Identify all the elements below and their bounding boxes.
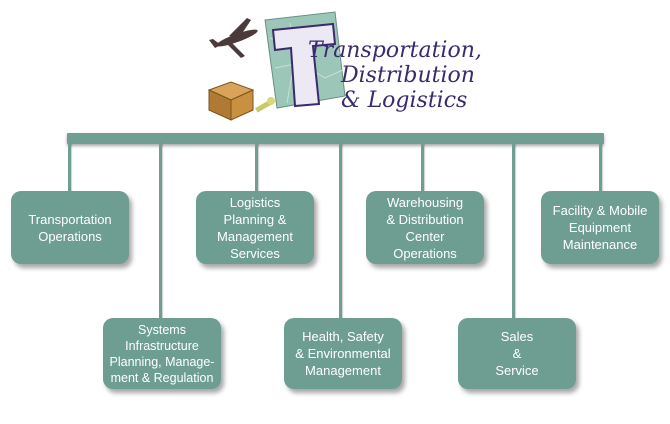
connector-line xyxy=(159,144,162,319)
logo-graphic xyxy=(207,11,346,121)
connector-line xyxy=(68,144,71,192)
hierarchy-bar xyxy=(67,133,604,144)
connector-line xyxy=(421,144,424,192)
logo-line-3: & Logistics xyxy=(341,88,468,113)
node-logistics-planning: Logistics Planning & Management Services xyxy=(196,191,314,264)
connector-line xyxy=(255,144,258,192)
logo-line-2: Distribution xyxy=(341,63,475,88)
connector-line xyxy=(512,144,515,319)
node-systems-infrastructure: Systems Infrastructure Planning, Manage-… xyxy=(103,318,221,389)
wrench-icon xyxy=(255,97,275,113)
node-transportation-operations: Transportation Operations xyxy=(11,191,129,264)
logo: Transportation, Distribution & Logistics xyxy=(195,8,482,126)
node-facility-maintenance: Facility & Mobile Equipment Maintenance xyxy=(541,191,659,264)
node-warehousing: Warehousing & Distribution Center Operat… xyxy=(366,191,484,264)
airplane-icon xyxy=(209,18,258,58)
node-health-safety: Health, Safety & Environmental Managemen… xyxy=(284,318,402,389)
node-sales-service: Sales & Service xyxy=(458,318,576,389)
logo-line-1: Transportation, xyxy=(308,38,482,63)
connector-line xyxy=(339,144,342,319)
box-icon xyxy=(207,81,255,121)
connector-line xyxy=(599,144,602,192)
